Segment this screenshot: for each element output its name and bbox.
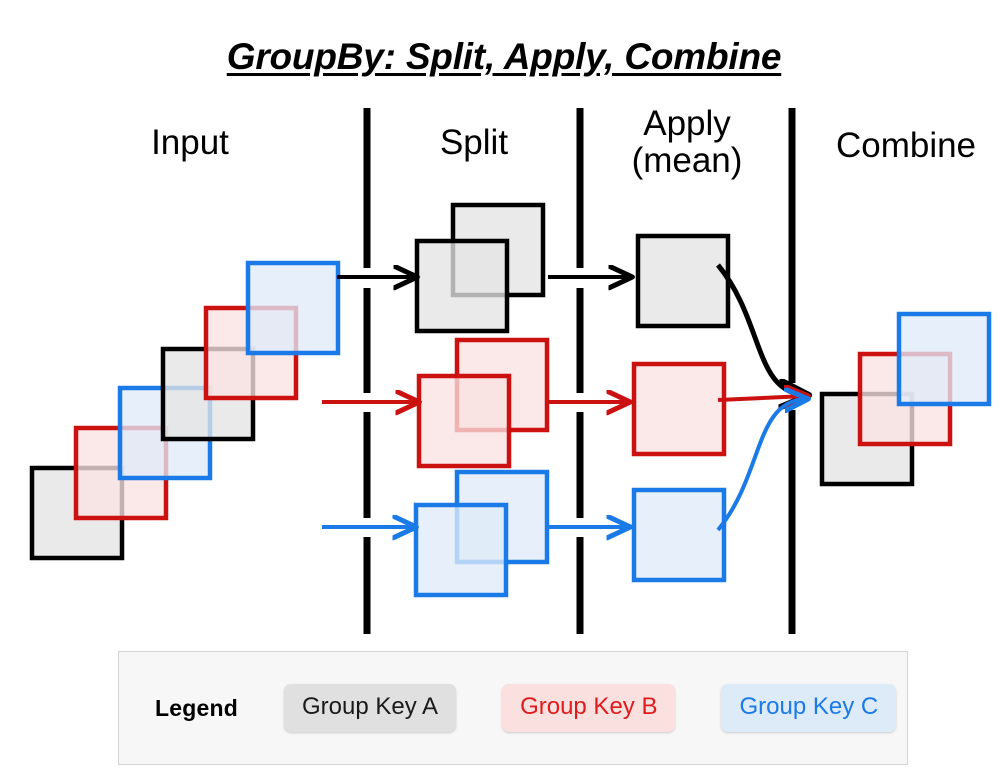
- square-group-key-a: [635, 233, 731, 329]
- apply-results: [631, 233, 731, 583]
- legend-title: Legend: [155, 694, 238, 721]
- column-header-input: Input: [151, 123, 229, 162]
- page-title: GroupBy: Split, Apply, Combine: [226, 36, 782, 77]
- legend-chip-group-key-b[interactable]: Group Key B: [502, 684, 676, 732]
- apply-square-group-key-a: [635, 233, 731, 329]
- column-header-split: Split: [439, 123, 509, 162]
- flow-arrows: [322, 277, 630, 527]
- combine-square-group-key-c: [896, 311, 992, 407]
- split-square-group-key-b: [416, 373, 512, 469]
- apply-square-group-key-c: [631, 487, 727, 583]
- column-header-apply: Apply (mean): [631, 104, 743, 180]
- column-dividers: [363, 108, 796, 634]
- combine-arrow-group-key-c: [716, 399, 806, 532]
- square-group-key-a: [414, 238, 510, 334]
- split-square-group-key-a: [414, 238, 510, 334]
- split-group-group-key-b: [416, 337, 550, 469]
- square-group-key-c: [245, 260, 341, 356]
- square-group-key-c: [413, 502, 509, 598]
- column-header-combine: Combine: [835, 126, 977, 165]
- input-stack: [29, 260, 341, 561]
- combine-stack: [819, 311, 992, 487]
- legend-panel: Legend Group Key A Group Key B Group Key…: [118, 651, 908, 765]
- combine-arrows: [716, 263, 806, 532]
- apply-square-group-key-b: [631, 361, 727, 457]
- legend-chip-group-key-c[interactable]: Group Key C: [721, 684, 897, 732]
- split-groups: [413, 202, 550, 598]
- square-group-key-b: [631, 361, 727, 457]
- square-group-key-c: [631, 487, 727, 583]
- split-square-group-key-c: [413, 502, 509, 598]
- input-square-group-key-c: [245, 260, 341, 356]
- split-group-group-key-c: [413, 469, 550, 598]
- square-group-key-c: [896, 311, 992, 407]
- legend-chip-group-key-a[interactable]: Group Key A: [283, 684, 457, 732]
- square-group-key-b: [416, 373, 512, 469]
- split-group-group-key-a: [414, 202, 546, 334]
